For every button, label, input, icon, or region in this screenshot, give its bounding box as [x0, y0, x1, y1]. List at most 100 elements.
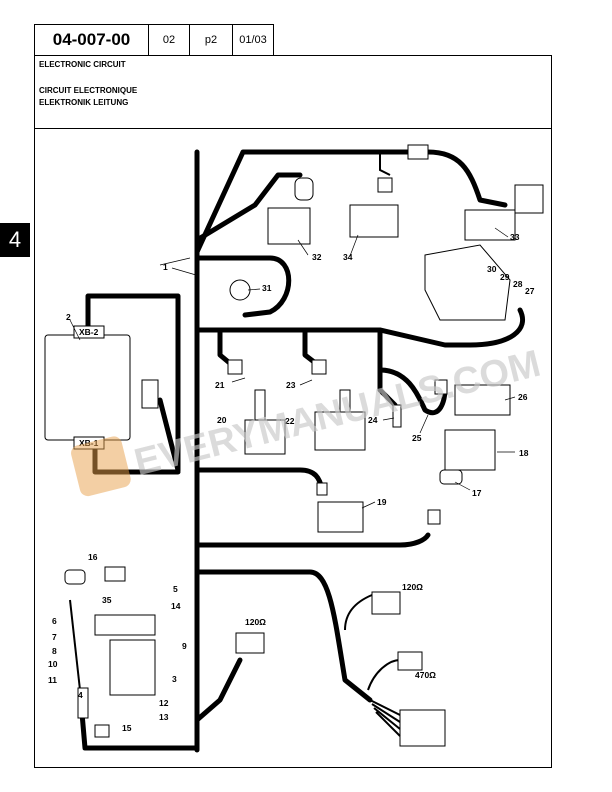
connector-19 — [316, 482, 328, 496]
callout-17: 17 — [472, 488, 482, 498]
callout-27: 27 — [525, 286, 535, 296]
callout-34: 34 — [343, 252, 353, 262]
valve-block-33 — [464, 209, 516, 241]
mounting-bracket-35 — [94, 614, 156, 636]
callout-12: 12 — [159, 698, 169, 708]
harness-branch-right — [467, 307, 525, 348]
harness-branch-17 — [194, 532, 431, 548]
sensor-17 — [439, 469, 463, 485]
callout-35: 35 — [102, 595, 112, 605]
harness-branch-470-ohm — [367, 659, 401, 691]
callout-20: 20 — [217, 415, 227, 425]
callout-11: 11 — [48, 675, 57, 685]
resistor-label-120-ohm-lower: 120Ω — [245, 617, 266, 627]
callout-28: 28 — [513, 279, 523, 289]
harness-branch-120-ohm-lower — [194, 657, 243, 723]
harness-loop-xb2 — [85, 293, 181, 473]
callout-8: 8 — [52, 646, 57, 656]
callout-16: 16 — [88, 552, 98, 562]
harness-branch-31 — [194, 255, 292, 318]
callout-19: 19 — [377, 497, 387, 507]
callout-18: 18 — [519, 448, 529, 458]
valve-block-33-second — [514, 184, 544, 214]
harness-branch-top-connector — [379, 152, 391, 176]
connector-16 — [104, 566, 126, 582]
callout-22: 22 — [285, 416, 295, 426]
harness-loop-relay — [157, 397, 181, 473]
solenoid-valve-26 — [454, 384, 511, 416]
resistor-120-ohm-upper — [371, 591, 401, 615]
callout-15: 15 — [122, 723, 132, 733]
callout-23: 23 — [286, 380, 296, 390]
connector-34 — [377, 177, 393, 193]
callout-31: 31 — [262, 283, 272, 293]
harness-branch-top-right — [425, 149, 508, 208]
callout-leaders — [69, 227, 516, 509]
sensor-31 — [229, 279, 251, 301]
title-french: CIRCUIT ELECTRONIQUE — [39, 86, 138, 95]
callout-32: 32 — [312, 252, 322, 262]
callout-7: 7 — [52, 632, 57, 642]
harness-branch-19 — [194, 467, 325, 493]
harness-branch-top — [194, 149, 411, 255]
harness-branch-25 — [377, 367, 448, 415]
resistor-label-120-ohm-upper: 120Ω — [402, 582, 423, 592]
connector-label-xb2: XB-2 — [79, 327, 99, 337]
solenoid-valve-19 — [317, 501, 364, 533]
resistor-120-ohm-lower — [235, 632, 265, 654]
valve-block-18 — [444, 429, 496, 471]
callout-26: 26 — [518, 392, 528, 402]
callout-5: 5 — [173, 584, 178, 594]
ecu-module-3 — [109, 639, 156, 696]
callout-1: 1 — [163, 262, 168, 272]
sensor-connector-32 — [294, 177, 314, 201]
title-german: ELEKTRONIK LEITUNG — [39, 98, 129, 107]
callout-21: 21 — [215, 380, 225, 390]
callout-13: 13 — [159, 712, 169, 722]
pump-assembly — [424, 244, 511, 321]
callout-30: 30 — [487, 264, 497, 274]
callout-6: 6 — [52, 616, 57, 626]
connector-26 — [434, 379, 448, 395]
resistor-label-470-ohm: 470Ω — [415, 670, 436, 680]
callout-29: 29 — [500, 272, 510, 282]
resistor-470-ohm — [397, 651, 423, 671]
callout-4: 4 — [78, 690, 83, 700]
harness-branch-bottom-left — [77, 687, 200, 751]
multi-pin-connector — [399, 709, 446, 747]
callout-3: 3 — [172, 674, 177, 684]
valve-block-22 — [314, 411, 366, 451]
diagram-frame — [34, 128, 552, 768]
connector-21 — [227, 359, 243, 375]
title-english: ELECTRONIC CIRCUIT — [39, 60, 126, 69]
connector-11 — [77, 687, 89, 719]
callout-14: 14 — [171, 601, 181, 611]
connector-23 — [311, 359, 327, 375]
callout-25: 25 — [412, 433, 422, 443]
connector-17 — [427, 509, 441, 525]
connector-label-xb2-box — [73, 325, 105, 339]
watermark-logo — [71, 436, 131, 497]
harness-branch-120-ohm — [344, 594, 373, 631]
callout-33: 33 — [510, 232, 520, 242]
multi-pin-wires — [369, 699, 401, 737]
callout-10: 10 — [48, 659, 58, 669]
callout-24: 24 — [368, 415, 378, 425]
harness-connector-top — [407, 144, 429, 160]
valve-block-20 — [244, 419, 286, 455]
valve-block-34 — [349, 204, 399, 238]
harness-branch-16 — [69, 599, 81, 691]
harness-branch-middle — [194, 327, 473, 348]
callout-2: 2 — [66, 312, 71, 322]
section-tab: 4 — [0, 223, 30, 257]
harness-branch-24 — [377, 327, 398, 408]
harness-branch-bottom-right — [194, 569, 373, 703]
sensor-24 — [392, 404, 402, 428]
callout-9: 9 — [182, 641, 187, 651]
valve-block-32 — [267, 207, 311, 245]
harness-branch-32 — [194, 172, 303, 243]
sensor-16 — [64, 569, 86, 585]
connector-15 — [94, 724, 110, 738]
relay-component — [141, 379, 159, 409]
